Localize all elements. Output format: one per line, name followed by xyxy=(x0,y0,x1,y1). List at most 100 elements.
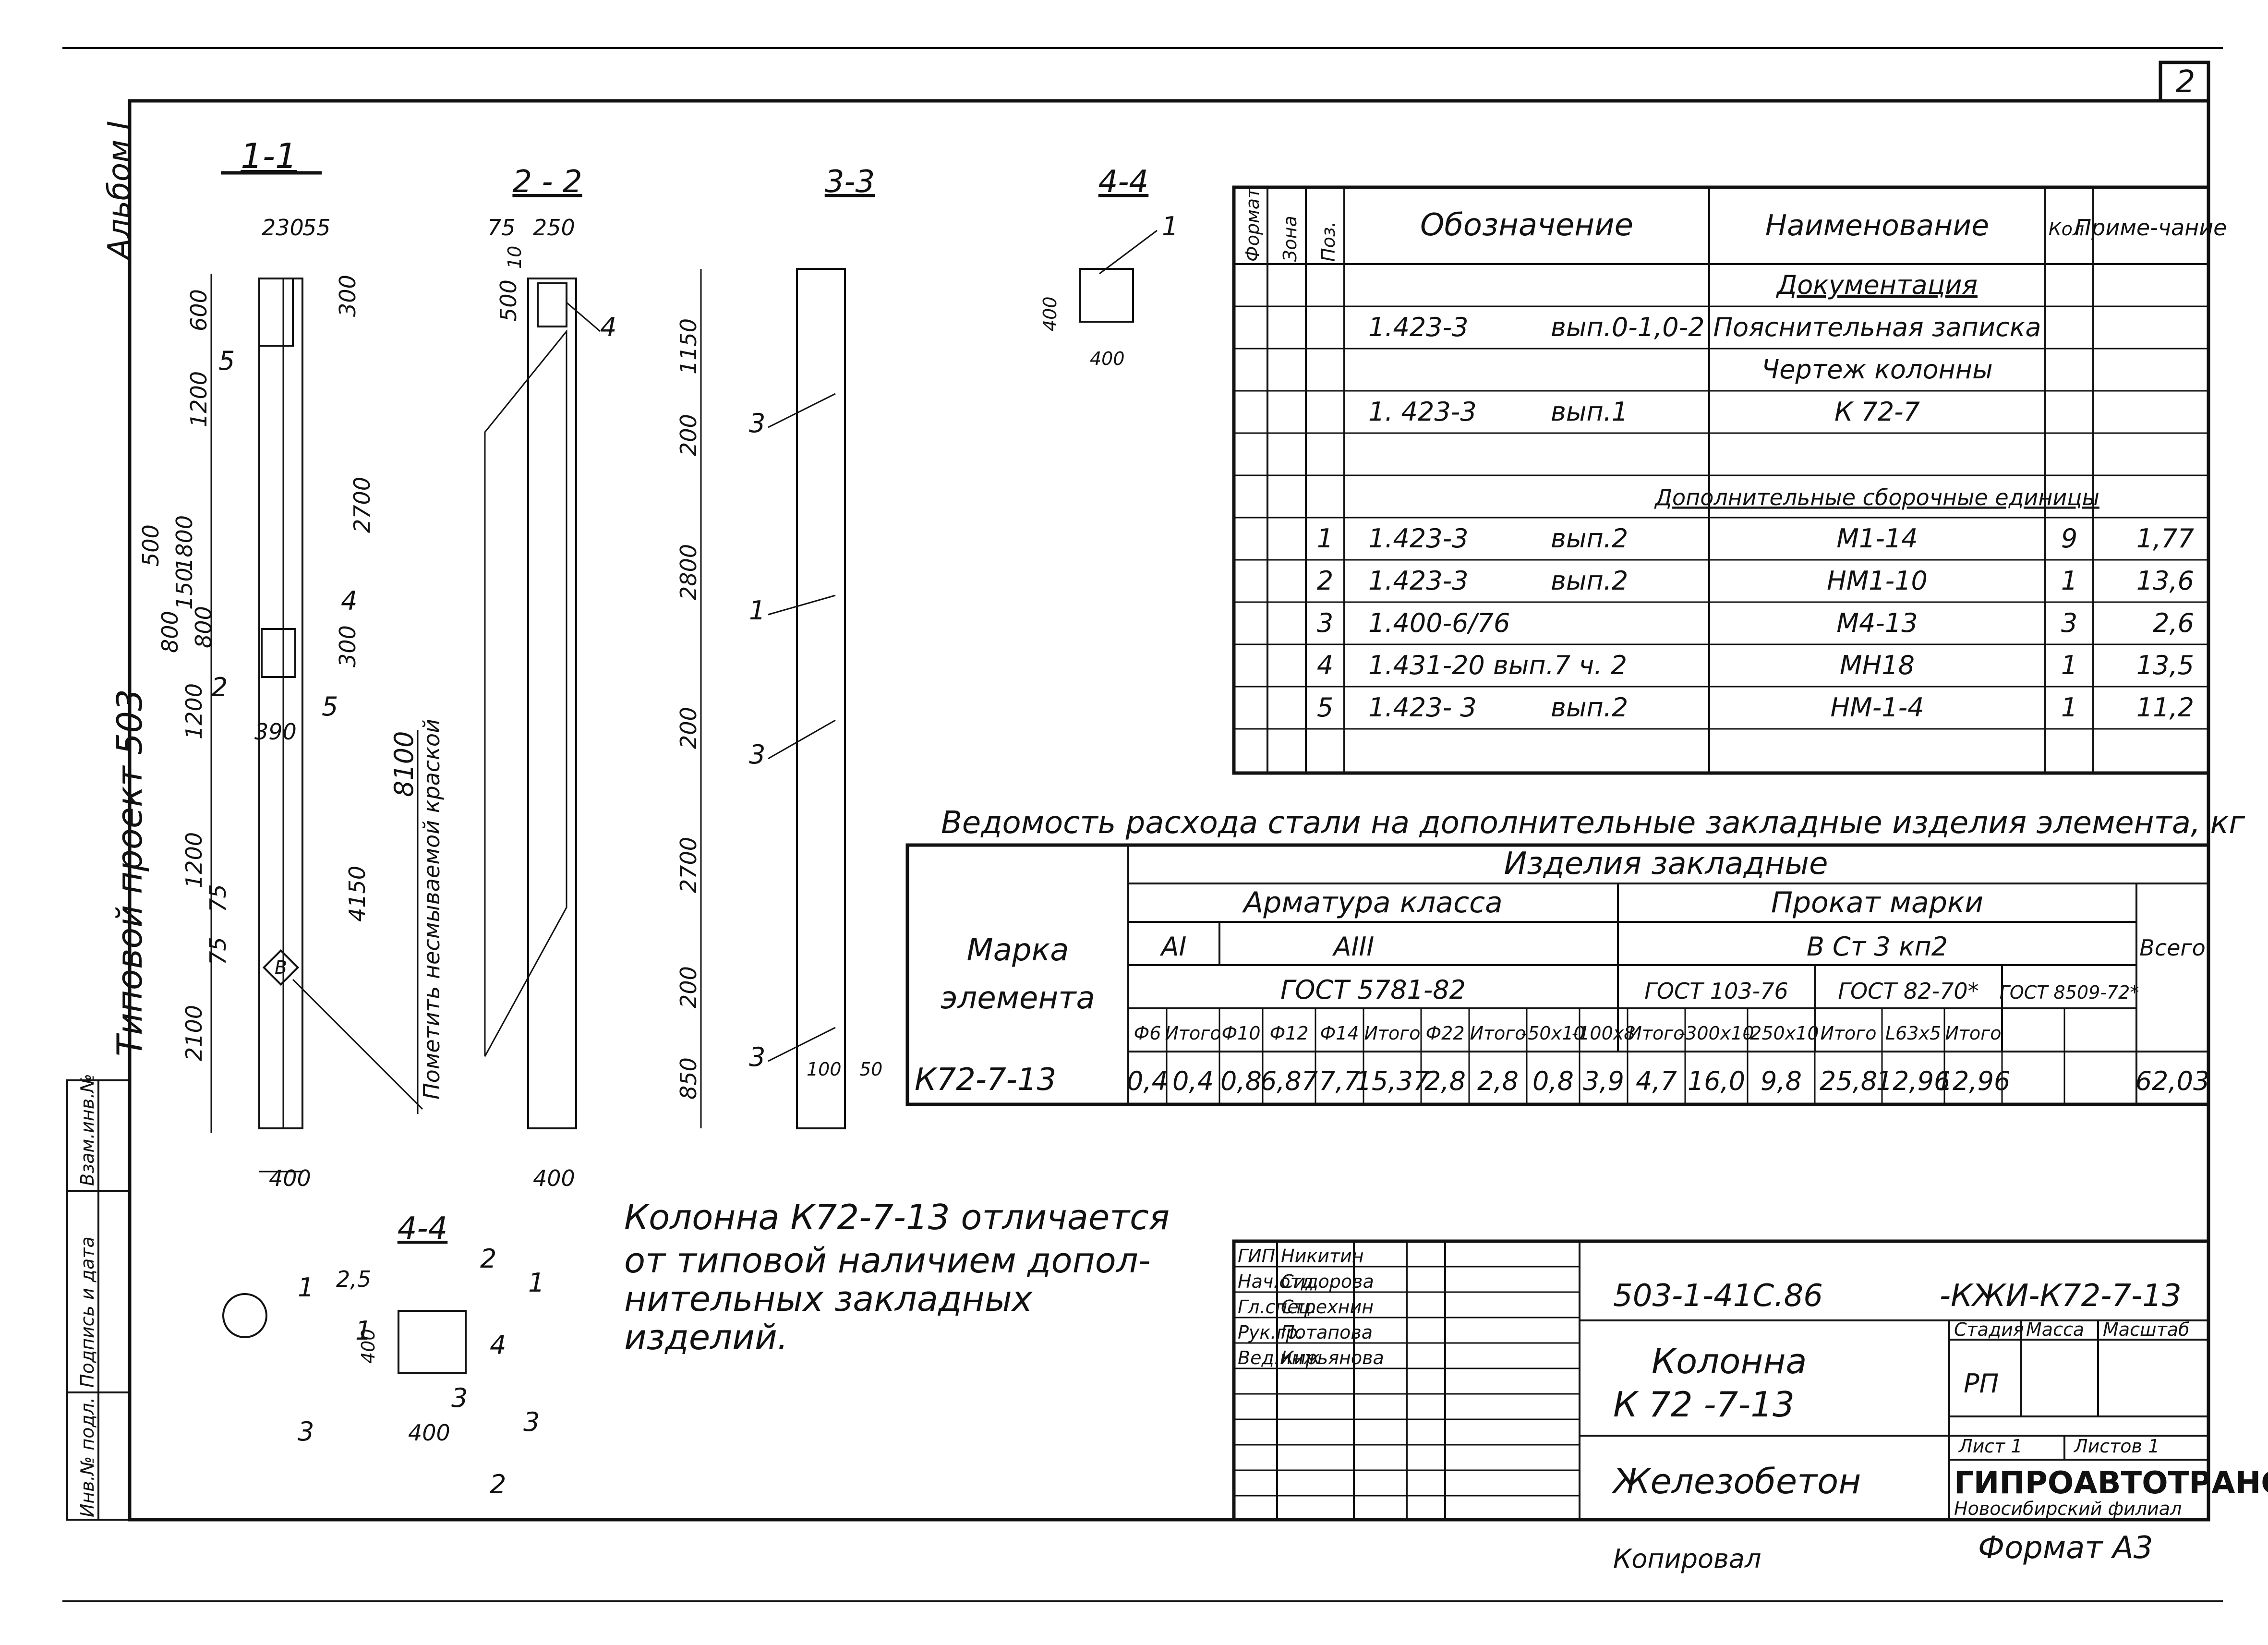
section-4-4-bottom: 4-4 2,5 400 400 1 1 2 1 4 3 3 3 2 xyxy=(222,1211,544,1500)
steel-col-header: Итого xyxy=(1628,1023,1684,1044)
specification-table: Формат Зона Поз. Обозначение Наименовани… xyxy=(1232,185,2227,775)
spec-qty: 3 xyxy=(2061,608,2077,638)
mark-3a: 3 xyxy=(749,408,765,438)
spec-name: НМ-1-4 xyxy=(1831,692,1924,723)
steel-cls-a1: АI xyxy=(1160,931,1187,962)
svg-text:2100: 2100 xyxy=(181,1005,207,1061)
tb-stage-h: Стадия xyxy=(1954,1319,2024,1340)
spec-row: Дополнительные сборочные единицы xyxy=(1654,484,2099,510)
spec-qty: 1 xyxy=(2061,692,2077,723)
svg-text:3: 3 xyxy=(451,1383,468,1413)
spec-pos: 1 xyxy=(1317,523,1333,554)
tb-sheet: Лист 1 xyxy=(1958,1436,2023,1457)
mark-3b: 3 xyxy=(749,739,765,770)
svg-text:55: 55 xyxy=(302,215,331,241)
svg-text:400: 400 xyxy=(358,1329,379,1364)
mark-4b: 4 xyxy=(600,312,616,342)
tb-person: Сидорова xyxy=(1281,1271,1374,1292)
svg-text:1: 1 xyxy=(298,1272,314,1303)
mark-4: 4 xyxy=(341,586,357,616)
tb-material: Железобетон xyxy=(1611,1461,1861,1501)
svg-text:1: 1 xyxy=(355,1316,372,1346)
svg-text:4: 4 xyxy=(490,1330,506,1360)
svg-text:200: 200 xyxy=(676,707,701,749)
steel-gost2: ГОСТ 82-70* xyxy=(1838,978,1978,1004)
svg-text:2: 2 xyxy=(480,1244,496,1274)
svg-text:50: 50 xyxy=(859,1059,882,1080)
spec-name: Пояснительная записка xyxy=(1713,312,2041,342)
approval-stamp: Инв.№ подл. Подпись и дата Взам.инв.№ xyxy=(66,1074,131,1521)
spec-name: МН18 xyxy=(1840,650,1915,680)
spec-name: М1-14 xyxy=(1836,523,1918,554)
tb-scale-h: Масштаб xyxy=(2103,1319,2190,1340)
steel-value: 6,87 xyxy=(1260,1066,1318,1096)
svg-text:800: 800 xyxy=(191,606,217,648)
svg-text:3: 3 xyxy=(298,1416,314,1447)
svg-text:В: В xyxy=(275,957,287,978)
drawing-frame xyxy=(128,99,2210,1522)
spec-pos: 5 xyxy=(1317,692,1333,723)
steel-col-header: -100х8 xyxy=(1572,1023,1636,1044)
spec-row: Документация xyxy=(1776,270,1978,300)
spec-designation: 1.431-20 вып.7 ч. 2 xyxy=(1368,650,1627,680)
mark-3c: 3 xyxy=(749,1042,765,1072)
svg-text:390: 390 xyxy=(254,719,297,745)
tb-sheets: Листов 1 xyxy=(2073,1436,2159,1457)
section-4-4b-label: 4-4 xyxy=(398,1211,448,1246)
spec-name: Дополнительные сборочные единицы xyxy=(1654,484,2099,510)
spec-designation: 1.423- 3 xyxy=(1368,692,1477,723)
steel-value: 62,03 xyxy=(2135,1066,2210,1096)
svg-text:1200: 1200 xyxy=(181,832,207,888)
svg-text:2700: 2700 xyxy=(676,837,701,893)
spec-name: Документация xyxy=(1776,270,1978,300)
svg-text:1150: 1150 xyxy=(676,318,701,375)
tb-role: Гл.спец. xyxy=(1238,1296,1317,1318)
section-2-2: 2 - 2 75 250 10 500 400 4 xyxy=(484,164,616,1191)
svg-text:400: 400 xyxy=(269,1165,311,1191)
spec-note: 1,77 xyxy=(2136,523,2194,554)
svg-text:400: 400 xyxy=(1039,296,1061,331)
svg-text:850: 850 xyxy=(676,1057,701,1100)
steel-value: 15,37 xyxy=(1355,1066,1430,1096)
stamp-signature-date: Подпись и дата xyxy=(77,1236,98,1388)
section-4-4-top: 4-4 400 400 1 xyxy=(1039,164,1178,369)
spec-note: 2,6 xyxy=(2153,608,2194,638)
steel-col-header: -250х10 xyxy=(1743,1023,1819,1044)
spec-h-note: Приме-чание xyxy=(2075,215,2227,241)
steel-value: 25,8 xyxy=(1820,1066,1877,1096)
svg-text:400: 400 xyxy=(1090,348,1125,369)
svg-text:8100: 8100 xyxy=(389,731,419,797)
section-1-1: 1-1 600 1200 500 1800 150 800 800 1200 1… xyxy=(138,136,445,1191)
svg-text:800: 800 xyxy=(157,611,183,653)
svg-text:500: 500 xyxy=(138,524,164,567)
spec-pos: 3 xyxy=(1317,608,1333,638)
svg-text:1: 1 xyxy=(528,1268,544,1298)
spec-name: Чертеж колонны xyxy=(1761,354,1992,385)
section-3-3-label: 3-3 xyxy=(825,164,875,200)
tb-format: Формат А3 xyxy=(1978,1530,2153,1566)
spec-suffix: вып.2 xyxy=(1551,692,1628,723)
mark-5b: 5 xyxy=(322,691,338,722)
note-block: Колонна К72-7-13 отличается от типовой н… xyxy=(624,1197,1170,1357)
svg-text:2: 2 xyxy=(490,1469,506,1500)
steel-col-header: Итого xyxy=(1820,1023,1876,1044)
steel-value: 0,8 xyxy=(1532,1066,1574,1096)
tb-copied: Копировал xyxy=(1613,1544,1761,1574)
spec-designation: 1.423-3 xyxy=(1368,523,1468,554)
steel-value: 12,96 xyxy=(1936,1066,2011,1096)
steel-value: 12,96 xyxy=(1876,1066,1951,1096)
steel-col-header: Ф10 xyxy=(1221,1023,1260,1044)
spec-h-format: Формат xyxy=(1242,187,1263,262)
spec-h-zone: Зона xyxy=(1279,216,1301,262)
svg-text:400: 400 xyxy=(408,1420,450,1446)
svg-text:100: 100 xyxy=(807,1059,842,1080)
paint-note: Пометить несмываемой краской xyxy=(419,719,445,1100)
steel-gost-arm: ГОСТ 5781-82 xyxy=(1280,975,1466,1005)
section-4-4-label: 4-4 xyxy=(1098,164,1149,200)
steel-cls-a3: АIII xyxy=(1332,931,1375,962)
